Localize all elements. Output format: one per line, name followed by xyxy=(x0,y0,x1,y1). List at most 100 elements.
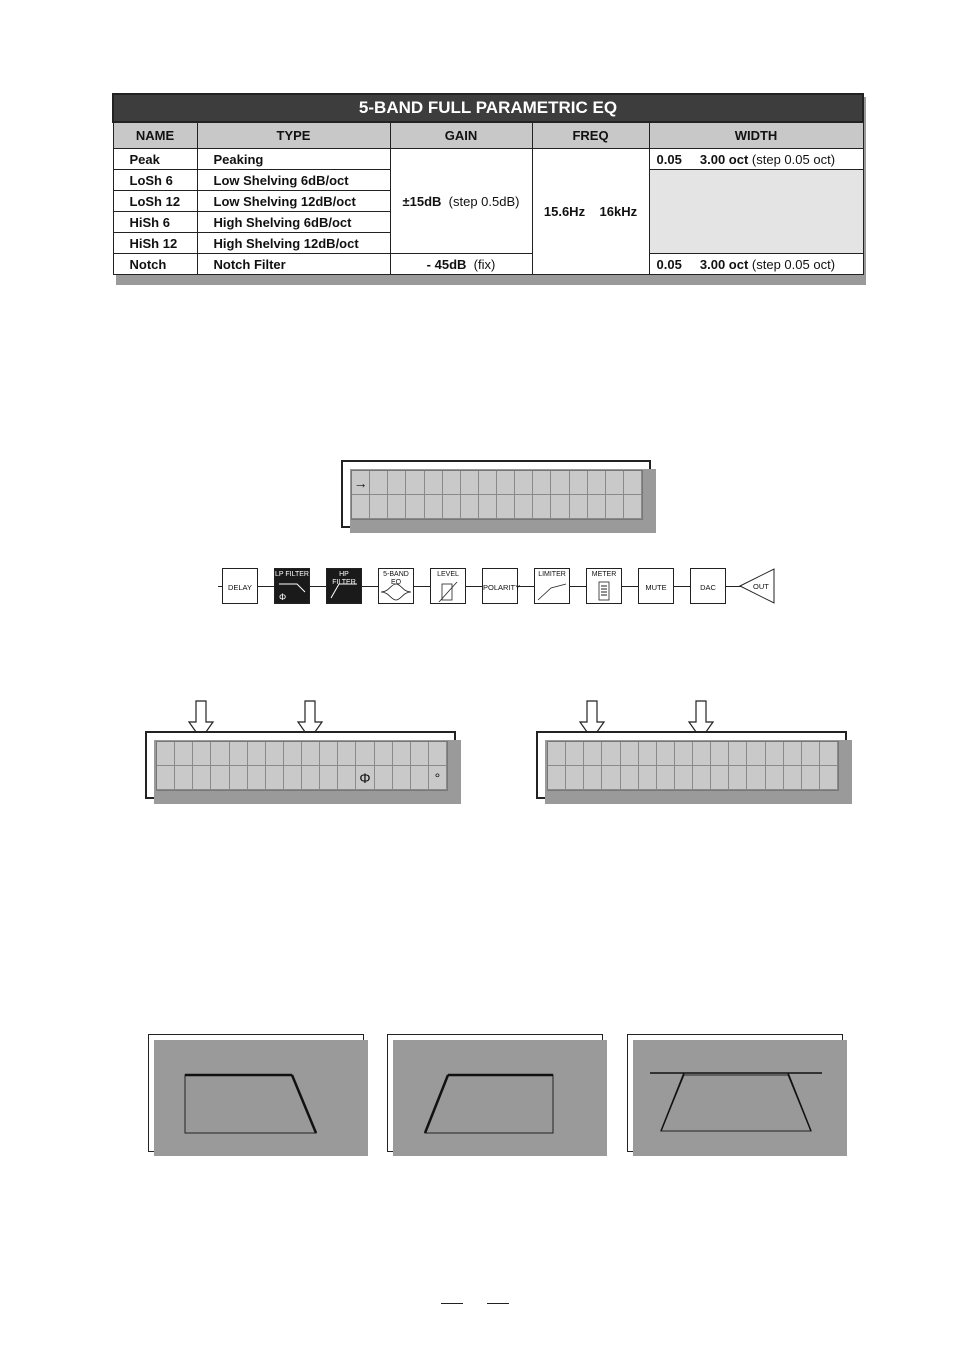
col-header-gain: GAIN xyxy=(389,121,533,149)
row-name: LoSh 6 xyxy=(112,169,198,191)
notch-gain-cell: - 45dB (fix) xyxy=(389,253,533,275)
lcd-char-cell xyxy=(356,742,375,766)
block-label: DAC xyxy=(700,583,716,592)
highpass-shape-icon xyxy=(423,1073,554,1134)
width-max: 3.00 oct xyxy=(699,256,749,272)
lcd-char-cell xyxy=(497,495,516,519)
lcd-grid xyxy=(547,741,839,791)
page-number-rule xyxy=(441,1303,463,1304)
lcd-char-cell xyxy=(566,766,585,790)
freq-range-cell: 15.6Hz 16kHz xyxy=(531,148,650,275)
lcd-display-top: → xyxy=(341,460,656,533)
lcd-char-cell xyxy=(388,471,407,495)
lcd-char-cell xyxy=(392,766,411,790)
lcd-char-cell xyxy=(374,766,393,790)
lcd-char-cell xyxy=(533,471,552,495)
gain-range: ±15dB xyxy=(402,193,442,209)
delay-block: DELAY xyxy=(222,568,258,604)
block-label: HP FILTER xyxy=(332,571,356,586)
meter-icon xyxy=(598,581,610,601)
limiter-icon xyxy=(537,583,567,601)
lcd-char-cell xyxy=(620,742,639,766)
lcd-char-cell xyxy=(569,495,588,519)
gain-step: (step 0.5dB) xyxy=(448,193,520,209)
lcd-char-cell xyxy=(193,742,212,766)
block-label: POLARITY xyxy=(483,583,521,592)
level-icon xyxy=(438,581,458,602)
page-number-rule xyxy=(487,1303,509,1304)
phase-glyph: Φ xyxy=(279,592,287,602)
lcd-char-cell xyxy=(424,471,443,495)
meter-block: METER xyxy=(586,568,622,604)
row-type: Notch Filter xyxy=(196,253,391,275)
table-row: LoSh 12 Low Shelving 12dB/oct xyxy=(112,190,863,212)
lowpass-icon xyxy=(279,583,306,593)
table-row: LoSh 6 Low Shelving 6dB/oct xyxy=(112,169,864,254)
lcd-char-cell xyxy=(729,742,748,766)
table-row: Notch Notch Filter - 45dB (fix) 0.05 3.0… xyxy=(112,253,864,275)
lcd-char-cell xyxy=(551,471,570,495)
lcd-char-cell xyxy=(229,766,248,790)
width-min: 0.05 xyxy=(656,151,682,167)
lcd-char-cell xyxy=(338,766,357,790)
lcd-char-cell xyxy=(693,766,712,790)
lcd-char-cell xyxy=(157,742,176,766)
lcd-char-cell xyxy=(478,495,497,519)
width-step: (step 0.05 oct) xyxy=(751,256,836,272)
width-range-cell: 0.05 3.00 oct (step 0.05 oct) xyxy=(648,148,864,170)
lcd-display-right xyxy=(536,731,852,804)
row-name: Notch xyxy=(112,253,198,275)
lcd-char-cell xyxy=(370,471,389,495)
lcd-char-cell xyxy=(320,766,339,790)
down-arrow-icon xyxy=(579,700,605,740)
lcd-char-cell xyxy=(410,742,429,766)
table-row: Peak Peaking ±15dB (step 0.5dB) 15.6Hz 1… xyxy=(112,148,864,275)
lcd-char-cell xyxy=(747,742,766,766)
row-type: Low Shelving 6dB/oct xyxy=(196,169,391,191)
row-name: Peak xyxy=(112,148,198,170)
highpass-icon xyxy=(330,583,357,599)
lcd-char-cell xyxy=(783,742,802,766)
lcd-char-cell xyxy=(157,766,176,790)
block-label: METER xyxy=(591,571,617,578)
lcd-char-cell xyxy=(515,495,534,519)
notch-width-cell: 0.05 3.00 oct (step 0.05 oct) xyxy=(648,253,864,275)
output-triangle-icon xyxy=(738,568,775,604)
lcd-char-cell xyxy=(819,742,838,766)
table-row: HiSh 12 High Shelving 12dB/oct xyxy=(112,232,863,254)
lcd-char-cell: ° xyxy=(428,766,447,790)
lcd-char-cell xyxy=(711,742,730,766)
row-type: Low Shelving 12dB/oct xyxy=(196,190,391,212)
eq-block: 5-BAND EQ xyxy=(378,568,414,604)
lcd-char-cell: Φ xyxy=(356,766,375,790)
lcd-char-cell xyxy=(392,742,411,766)
lcd-char-cell xyxy=(374,742,393,766)
bandpass-shape-box xyxy=(627,1034,847,1156)
lcd-char-cell xyxy=(406,471,425,495)
highpass-shape-box xyxy=(387,1034,607,1156)
col-header-width: WIDTH xyxy=(648,121,864,149)
lcd-char-cell xyxy=(605,471,624,495)
lcd-char-cell xyxy=(602,766,621,790)
lcd-char-cell xyxy=(584,742,603,766)
lcd-char-cell xyxy=(406,495,425,519)
lcd-char-cell xyxy=(247,742,266,766)
block-label: LIMITER xyxy=(538,571,566,578)
dac-block: DAC xyxy=(690,568,726,604)
polarity-block: POLARITY xyxy=(482,568,521,604)
lcd-char-cell xyxy=(638,742,657,766)
lcd-char-cell xyxy=(428,742,447,766)
out-label: OUT xyxy=(753,582,769,591)
table-row: HiSh 6 High Shelving 6dB/oct xyxy=(112,211,863,233)
lcd-char-cell xyxy=(302,742,321,766)
lcd-char-cell xyxy=(410,766,429,790)
lcd-char-cell xyxy=(352,495,371,519)
block-label: LEVEL xyxy=(437,571,459,578)
row-type: Peaking xyxy=(196,148,391,170)
lcd-char-cell xyxy=(623,495,642,519)
lcd-char-cell xyxy=(623,471,642,495)
freq-max: 16kHz xyxy=(599,204,638,219)
lcd-char-cell: → xyxy=(352,471,371,495)
block-label: 5-BAND EQ xyxy=(383,571,409,586)
lcd-char-cell xyxy=(566,742,585,766)
